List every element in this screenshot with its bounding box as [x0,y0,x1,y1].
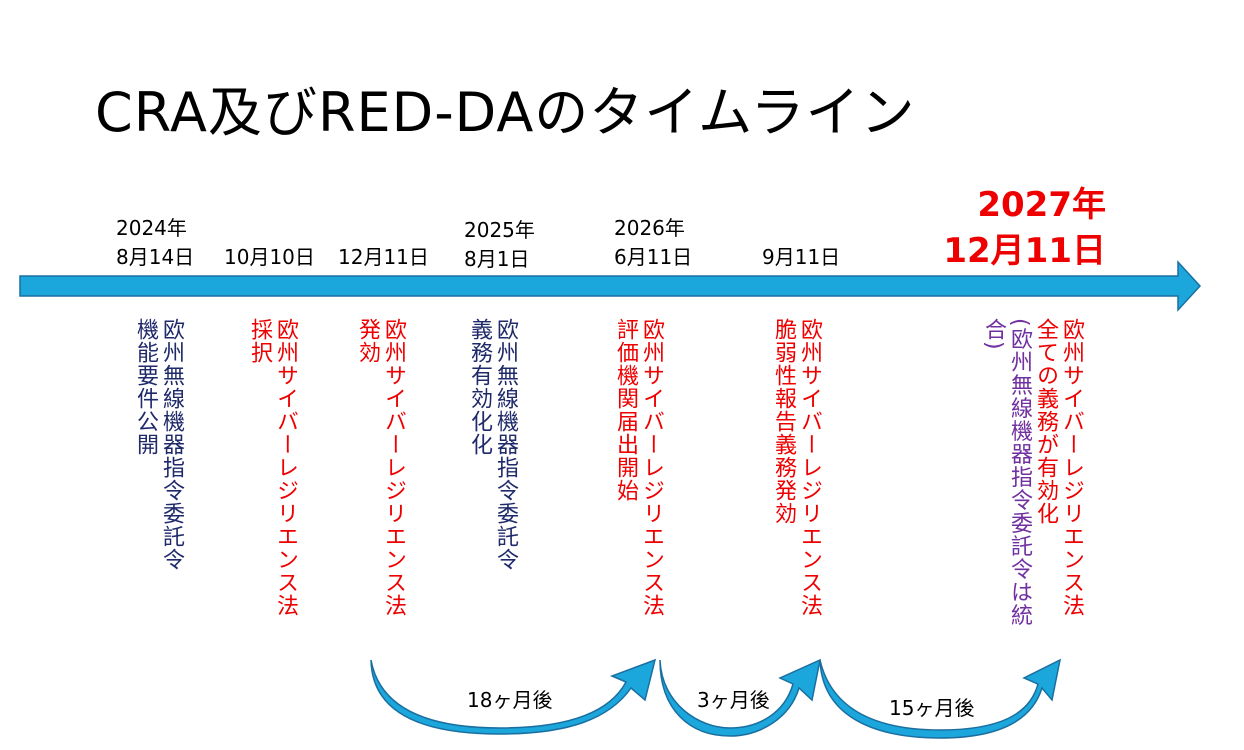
date-2024-12-11: 12月11日 [338,245,429,269]
timeline-arrow [19,260,1202,312]
event-2024-10-10: 欧州サイバーレジリエンス法採択 [247,318,298,617]
date-2024-10-10: 10月10日 [224,245,315,269]
gap-label-3m: 3ヶ月後 [697,688,770,712]
page-title: CRA及びRED-DAのタイムライン [95,81,916,144]
curved-arrow-15m [819,658,1062,739]
gap-label-15m: 15ヶ月後 [889,696,975,720]
event-2024-12-11: 欧州サイバーレジリエンス法発効 [355,318,406,617]
gap-label-18m: 18ヶ月後 [467,688,553,712]
date-2026-09-11: 9月11日 [762,245,841,269]
curved-arrow-3m [659,658,822,737]
event-2024-08-14: 欧州無線機器指令委託令機能要件公開 [133,318,184,571]
event-2026-09-11: 欧州サイバーレジリエンス法脆弱性報告義務発効 [771,318,822,617]
event-2027-12-11: 欧州サイバーレジリエンス法 全ての義務が有効化 (欧州無線機器指令委託令は統合) [981,318,1084,627]
event-2026-06-11: 欧州サイバーレジリエンス法評価機関届出開始 [613,318,664,617]
event-2025-08-01: 欧州無線機器指令委託令義務有効化化 [467,318,518,571]
curved-arrow-18m [370,658,657,735]
